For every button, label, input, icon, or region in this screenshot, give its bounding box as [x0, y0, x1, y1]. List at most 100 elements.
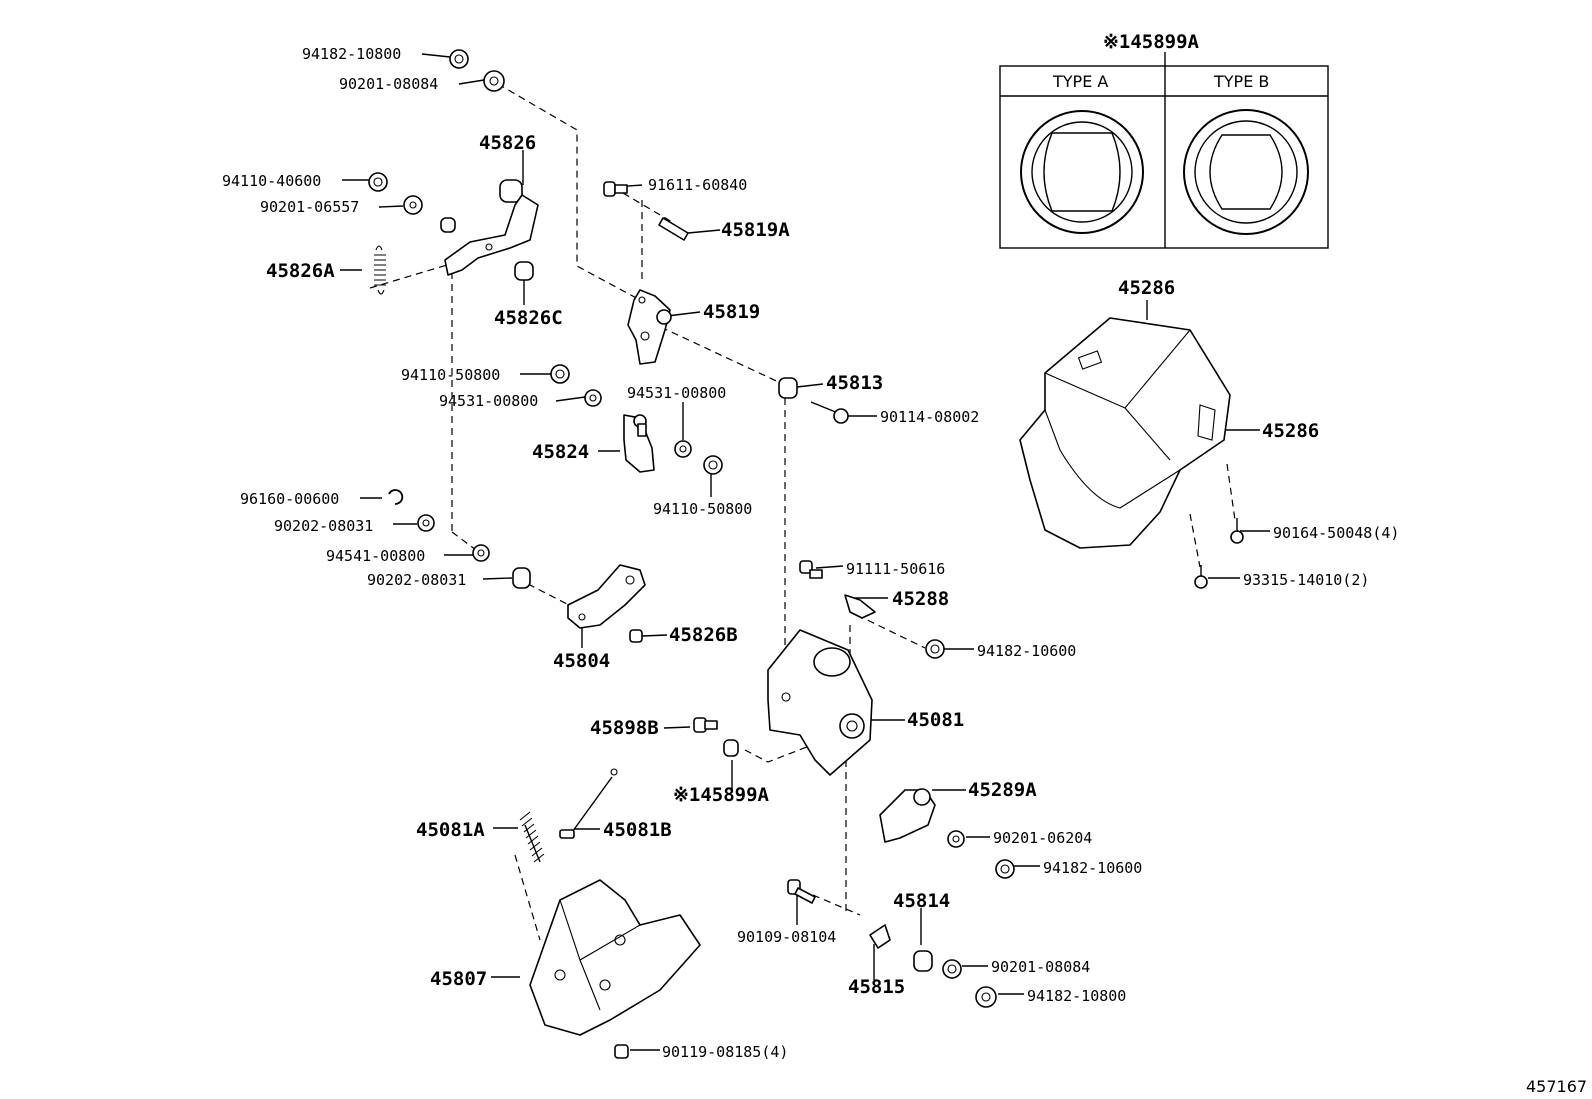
label-90109-08104: 90109-08104: [737, 928, 836, 946]
parts: [368, 49, 1244, 1059]
bracket-45819-icon: [627, 289, 672, 365]
label-45081: 45081: [907, 709, 964, 731]
spring-45826A-icon: [374, 245, 386, 295]
lever-45826-icon: [444, 179, 539, 276]
label-94531-00800-b: 94531-00800: [627, 384, 726, 402]
bracket-45289A-icon: [879, 788, 936, 843]
label-90201-08084-top: 90201-08084: [339, 75, 438, 93]
label-45826B: 45826B: [669, 624, 738, 646]
bolt-91111-50616-icon: [799, 560, 823, 579]
inset-145899A: ※145899A TYPE A TYPE B: [999, 31, 1329, 249]
screw-90164-50048-icon: [1230, 518, 1244, 544]
figure-number: 457167: [1526, 1077, 1587, 1096]
nut-94110-50800-b-icon: [703, 455, 723, 475]
nut-94182-10600-b-icon: [995, 859, 1015, 879]
bushing-icon: [440, 217, 456, 233]
washer-90201-06557-icon: [403, 195, 423, 215]
label-94531-00800-a: 94531-00800: [439, 392, 538, 410]
type-b-washer-icon: [1183, 109, 1309, 235]
label-45286-a: 45286: [1118, 277, 1175, 299]
nut-94110-50800-a-icon: [550, 364, 570, 384]
label-90164-50048: 90164-50048(4): [1273, 524, 1399, 542]
label-90201-06557: 90201-06557: [260, 198, 359, 216]
label-94182-10800-top: 94182-10800: [302, 45, 401, 63]
label-90202-08031-b: 90202-08031: [367, 571, 466, 589]
label-94110-50800-a: 94110-50800: [401, 366, 500, 384]
nut-94182-10800-top-icon: [449, 49, 469, 69]
label-94541-00800: 94541-00800: [326, 547, 425, 565]
type-a-washer-icon: [1020, 110, 1144, 234]
label-45286-b: 45286: [1262, 420, 1319, 442]
washer-94531-00800-b-icon: [674, 440, 692, 458]
label-145899A: ※145899A: [673, 784, 770, 806]
nut-94182-10600-a-icon: [925, 639, 945, 659]
label-45826: 45826: [479, 132, 536, 154]
bracket-45081-icon: [767, 629, 873, 776]
label-90202-08031-a: 90202-08031: [274, 517, 373, 535]
label-90201-06204: 90201-06204: [993, 829, 1092, 847]
spring-45081A-icon: [519, 811, 545, 863]
washer-90202-08031-a-icon: [417, 514, 435, 532]
inset-type-b-label: TYPE B: [1213, 72, 1269, 91]
part-labels: 94182-10800 90201-08084 45826 94110-4060…: [222, 45, 1587, 1096]
label-45819: 45819: [703, 301, 760, 323]
column-cover-45286-icon: [1019, 317, 1231, 549]
label-94182-10600-a: 94182-10600: [977, 642, 1076, 660]
label-45081A: 45081A: [416, 819, 485, 841]
washer-90201-08084-top-icon: [483, 70, 505, 92]
label-94182-10600-b: 94182-10600: [1043, 859, 1142, 877]
label-45819A: 45819A: [721, 219, 790, 241]
assembly-dashed-lines: [369, 83, 1236, 941]
nut-94110-40600-icon: [368, 172, 388, 192]
plate-45815-icon: [869, 924, 891, 949]
bolt-90119-08185-icon: [614, 1044, 629, 1059]
label-45815: 45815: [848, 976, 905, 998]
inset-title: ※145899A: [1103, 31, 1200, 53]
nut-94182-10800-b-icon: [975, 986, 997, 1008]
label-94110-40600: 94110-40600: [222, 172, 321, 190]
bushing-90202-08031-b-icon: [512, 567, 531, 589]
bolt-90109-08104-icon: [787, 879, 816, 904]
clip-96160-00600-icon: [388, 489, 404, 505]
pin-45826B-icon: [629, 629, 643, 643]
collar-45814-icon: [913, 950, 933, 972]
lever-45824-icon: [623, 414, 655, 473]
label-45898B: 45898B: [590, 717, 659, 739]
label-93315-14010: 93315-14010(2): [1243, 571, 1369, 589]
washer-90201-08084-b-icon: [942, 959, 962, 979]
leader-lines: [340, 53, 1270, 1051]
label-45081B: 45081B: [603, 819, 672, 841]
label-90119-08185: 90119-08185(4): [662, 1043, 788, 1061]
label-94110-50800-b: 94110-50800: [653, 500, 752, 518]
bolt-90114-08002-icon: [810, 401, 849, 424]
label-45813: 45813: [826, 372, 883, 394]
collar-45826C-icon: [514, 261, 534, 281]
inset-type-a-label: TYPE A: [1052, 72, 1108, 91]
label-45826C: 45826C: [494, 307, 563, 329]
label-94182-10800-b: 94182-10800: [1027, 987, 1126, 1005]
label-45288: 45288: [892, 588, 949, 610]
label-91111-50616: 91111-50616: [846, 560, 945, 578]
label-45826A: 45826A: [266, 260, 335, 282]
bracket-45807-icon: [529, 879, 701, 1036]
label-45807: 45807: [430, 968, 487, 990]
bolt-45898B-icon: [693, 717, 718, 733]
label-45289A: 45289A: [968, 779, 1037, 801]
bushing-45813-icon: [778, 377, 798, 399]
label-90114-08002: 90114-08002: [880, 408, 979, 426]
linkage-45804-icon: [567, 564, 646, 629]
label-45804: 45804: [553, 650, 610, 672]
washer-90201-06204-icon: [947, 830, 965, 848]
rod-45081B-icon: [559, 768, 618, 839]
label-45824: 45824: [532, 441, 589, 463]
washer-145899A-icon: [723, 739, 739, 757]
screw-93315-14010-icon: [1194, 565, 1208, 589]
label-45814: 45814: [893, 890, 950, 912]
bolt-91611-60840-icon: [603, 181, 628, 197]
label-90201-08084-b: 90201-08084: [991, 958, 1090, 976]
label-96160-00600: 96160-00600: [240, 490, 339, 508]
washer-94541-00800-icon: [472, 544, 490, 562]
pin-45819A-icon: [658, 217, 689, 241]
clip-45288-icon: [844, 594, 876, 619]
